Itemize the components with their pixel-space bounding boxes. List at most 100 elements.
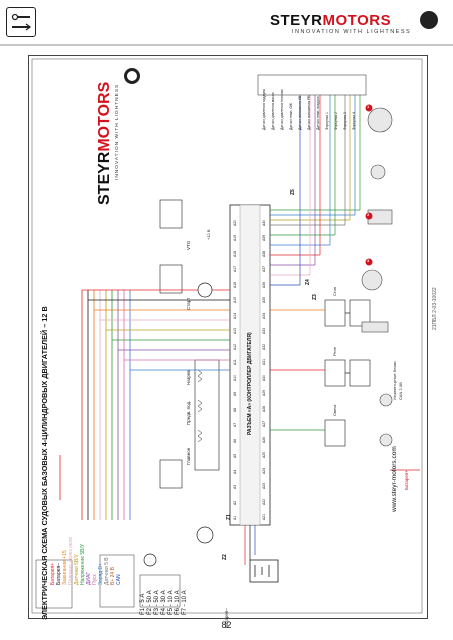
sensor-label: Датчик давления масла bbox=[271, 92, 275, 130]
fuse-item: F3 - 50 А bbox=[154, 590, 160, 615]
ecu-pin: A12 bbox=[233, 343, 237, 350]
sensor-row bbox=[257, 74, 367, 96]
ecu-pin: A17 bbox=[233, 265, 237, 272]
header-divider bbox=[0, 44, 453, 46]
component-photos bbox=[361, 107, 393, 447]
diagram-sheet bbox=[28, 55, 428, 619]
zone-z2: Z2 bbox=[222, 554, 228, 560]
legend-item: CAN bbox=[116, 574, 122, 585]
sheet-brand-name: STEYRMOTORS bbox=[96, 81, 113, 205]
ecu-pin: A39 bbox=[262, 234, 266, 241]
ecu-pin: A35 bbox=[262, 296, 266, 303]
sensor-label: Датчик положения КВ bbox=[298, 95, 302, 130]
ecu-pin: A38 bbox=[262, 250, 266, 257]
ecu-pin: A5 bbox=[233, 453, 237, 458]
wrench-screwdriver-icon bbox=[6, 7, 36, 37]
ecu-pin: A25 bbox=[262, 451, 266, 458]
zone-z5: Z5 bbox=[290, 189, 296, 195]
relay-main2-label: Реле bbox=[332, 346, 337, 356]
fuse-item: F2 - 50 А bbox=[147, 590, 153, 615]
vbat-label: +12 В bbox=[206, 229, 211, 240]
brand-emblem-icon bbox=[420, 11, 438, 29]
brand-part-2: MOTORS bbox=[322, 12, 392, 29]
ecu-pin: A22 bbox=[262, 498, 266, 505]
ecu-pin: A33 bbox=[262, 327, 266, 334]
relay-vtg-label: VTG bbox=[186, 240, 191, 250]
ecu-pin: A26 bbox=[262, 436, 266, 443]
sensor-label: Форсунка 3 bbox=[343, 112, 347, 130]
sheet-brand-tagline: INNOVATION WITH LIGHTNESS bbox=[115, 83, 120, 180]
sensor-label: Форсунка 4 bbox=[352, 112, 356, 130]
zone-z1: Z1 bbox=[226, 514, 232, 520]
ecu-pin: A4 bbox=[233, 469, 237, 474]
ecu-pin: A20 bbox=[233, 219, 237, 226]
diagram-title: ЭЛЕКТРИЧЕСКАЯ СХЕМА СУДОВЫХ БАЗОВЫХ 4-ЦИ… bbox=[40, 306, 49, 620]
zone-z4: Z4 bbox=[305, 279, 311, 285]
relay-start-label: Старт bbox=[186, 297, 191, 310]
fuse-item: F6 - 10 А bbox=[175, 590, 181, 615]
fuse-item: F7 - 10 А bbox=[182, 590, 188, 615]
harness-to-ecu bbox=[82, 289, 230, 371]
ecu-pin: A40 bbox=[262, 219, 266, 226]
sensor-label: Форсунка 2 bbox=[334, 112, 338, 130]
ecu-pin: A1 bbox=[233, 515, 237, 520]
relay-preheat-label: Предв. под. bbox=[186, 400, 191, 425]
ecu-pin: A37 bbox=[262, 265, 266, 272]
ecu-connector-label: РАЗЪЕМ «A» (КОНТРОЛЛЕР ДВИГАТЕЛЯ) bbox=[247, 332, 253, 435]
sensor-label: Датчик темп. ОЖ bbox=[289, 103, 293, 130]
ecu-pin: A18 bbox=[233, 250, 237, 257]
callout-number: 3 bbox=[367, 258, 370, 263]
relay-main-label: Главное bbox=[186, 447, 191, 465]
zone-z3: Z3 bbox=[312, 294, 318, 300]
page-number: 82 bbox=[221, 620, 232, 630]
page-header bbox=[0, 0, 453, 44]
ecu-pin: A2 bbox=[233, 500, 237, 505]
ecu-pin: A7 bbox=[233, 422, 237, 427]
ecu-pin: A24 bbox=[262, 467, 266, 474]
sensor-label: Датчик давления топлива bbox=[280, 89, 284, 131]
ecu-pin: A21 bbox=[262, 513, 266, 520]
doc-code: 21ПБЛ 2-03-10022 bbox=[432, 287, 438, 330]
ecu-pin: A19 bbox=[233, 234, 237, 241]
ecu-pin: A32 bbox=[262, 343, 266, 350]
battery-plus-label: Батарея+ bbox=[404, 470, 409, 490]
ecu-pin: A11 bbox=[233, 359, 237, 365]
ecu-pin: A36 bbox=[262, 281, 266, 288]
relay-coils bbox=[197, 369, 203, 443]
ecu-pin: A14 bbox=[233, 312, 237, 319]
fuse-item: F4 - 30 А bbox=[161, 590, 167, 615]
can-label: CAN 2.0B bbox=[398, 382, 403, 400]
ecu-pin: A13 bbox=[233, 327, 237, 334]
relay-heat-label: Нагрев bbox=[186, 370, 191, 385]
ecu-pin: A15 bbox=[233, 296, 237, 303]
ecu-pin: A28 bbox=[262, 405, 266, 412]
ecu-pin: A3 bbox=[233, 484, 237, 489]
starter-motor bbox=[143, 282, 214, 567]
ecu-pin: A16 bbox=[233, 281, 237, 288]
ecu-bottom-wires bbox=[244, 525, 256, 565]
ecu-pin: A29 bbox=[262, 389, 266, 396]
ecu-pin: A27 bbox=[262, 420, 266, 427]
brand-tagline: INNOVATION WITH LIGHTNESS bbox=[292, 29, 412, 35]
ecu-pin: A6 bbox=[233, 438, 237, 443]
callout-number: 2 bbox=[367, 212, 370, 217]
ecu-pin: A23 bbox=[262, 482, 266, 489]
fuse-item: F5 - 10 А bbox=[168, 590, 174, 615]
ecu-pin: A31 bbox=[262, 358, 266, 365]
brand-logo: STEYRMOTORS bbox=[270, 12, 391, 29]
sheet-brand-block bbox=[96, 60, 142, 120]
website-link[interactable]: www.steyr-motors.com bbox=[391, 446, 398, 512]
relay-stop-label: Стоп bbox=[332, 286, 337, 296]
ecu-pin: A9 bbox=[233, 391, 237, 396]
sensor-trunk bbox=[299, 95, 361, 285]
callout-number: 1 bbox=[367, 104, 370, 109]
brand-header: STEYRMOTORS INNOVATION WITH LIGHTNESS bbox=[270, 12, 438, 38]
sensor-label: Датчик темп. воздуха bbox=[316, 96, 320, 130]
callout-markers bbox=[365, 104, 373, 266]
relay-glow-label: Свеча bbox=[332, 404, 337, 416]
inj-label: Инжекто-рные блоки bbox=[392, 361, 397, 400]
relay-block bbox=[159, 199, 220, 489]
sensor-label: Форсунка 1 bbox=[325, 112, 329, 130]
fuse-item: F1 - 5 А bbox=[140, 593, 146, 615]
